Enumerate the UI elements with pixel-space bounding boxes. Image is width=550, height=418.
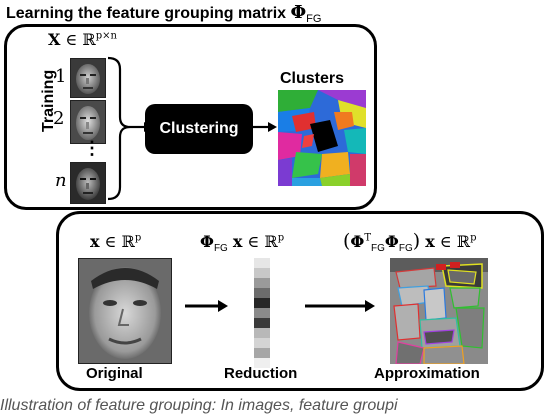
reduction-x: x xyxy=(232,232,243,251)
data-matrix-domain: ∈ ℝ xyxy=(60,30,96,49)
reduction-phi: Φ xyxy=(200,232,214,251)
reduction-cell xyxy=(254,308,270,319)
approx-domain: ∈ ℝ xyxy=(434,232,471,251)
reduction-domain: ∈ ℝ xyxy=(242,232,278,251)
approx-close-paren: ) xyxy=(412,230,421,252)
clustering-label: Clustering xyxy=(159,120,239,137)
signal-equation: x ∈ ℝp xyxy=(90,232,141,251)
arrowhead-to-approximation xyxy=(365,300,375,312)
approx-dim: p xyxy=(470,232,477,244)
reduction-dim: p xyxy=(277,232,285,244)
reduction-cell xyxy=(254,318,270,329)
curly-brace xyxy=(107,56,131,201)
arrowhead-to-reduction xyxy=(218,300,228,312)
reduction-cell xyxy=(254,338,270,349)
signal-dim: p xyxy=(134,232,142,244)
title-phi-symbol: Φ xyxy=(290,2,307,23)
original-face-image xyxy=(78,258,172,364)
approx-phi-2: Φ xyxy=(384,232,399,251)
sample-index-1: 1 xyxy=(55,66,67,87)
approximation-panel xyxy=(56,211,544,391)
approx-x: x xyxy=(425,232,435,251)
figure-caption: Illustration of feature grouping: In ima… xyxy=(0,397,398,414)
clusters-label: Clusters xyxy=(280,70,345,87)
title-phi-subscript: FG xyxy=(306,13,322,26)
reduction-cell xyxy=(254,298,270,309)
reduction-cell xyxy=(254,278,270,289)
reduction-label: Reduction xyxy=(224,365,298,382)
title-text: Learning the feature grouping matrix xyxy=(6,5,287,22)
reduction-cell xyxy=(254,258,270,269)
reduction-equation: ΦFG x ∈ ℝp xyxy=(200,232,284,254)
training-face-n xyxy=(70,162,106,204)
reduction-cell xyxy=(254,288,270,299)
signal-domain: ∈ ℝ xyxy=(99,232,135,251)
approx-phi-1: Φ xyxy=(350,232,365,251)
approximation-image xyxy=(390,258,488,364)
ellipsis: ⋮ xyxy=(83,138,101,158)
cluster-map xyxy=(278,90,366,186)
approx-open-paren: ( xyxy=(343,230,351,252)
signal-symbol: x xyxy=(90,232,100,251)
reduction-cell xyxy=(254,348,270,359)
reduction-cell xyxy=(254,328,270,339)
training-panel xyxy=(4,24,377,210)
reduction-vector xyxy=(254,258,270,368)
bottom-arrows xyxy=(185,300,375,312)
sample-index-n: n xyxy=(55,170,67,191)
reduction-cell xyxy=(254,358,270,368)
original-label: Original xyxy=(86,365,143,382)
reduction-phi-sub: FG xyxy=(213,243,228,255)
arrowhead-to-clusters xyxy=(268,122,277,132)
data-matrix-label: X ∈ ℝp×n xyxy=(48,30,117,49)
approx-phi-2-sub: FG xyxy=(398,243,413,255)
training-face-1 xyxy=(70,58,106,98)
approx-transpose: T xyxy=(364,232,372,244)
approximation-equation: (ΦTFGΦFG) x ∈ ℝp xyxy=(343,230,477,254)
data-matrix-symbol: X xyxy=(48,30,61,49)
figure-title: Learning the feature grouping matrix ΦFG xyxy=(6,2,321,25)
training-face-2 xyxy=(70,100,106,144)
approx-phi-1-sub: FG xyxy=(371,243,385,255)
data-matrix-dims: p×n xyxy=(95,30,117,42)
sample-index-2: 2 xyxy=(53,108,65,129)
clustering-box: Clustering xyxy=(145,104,253,154)
approximation-label: Approximation xyxy=(374,365,480,382)
reduction-cell xyxy=(254,268,270,279)
